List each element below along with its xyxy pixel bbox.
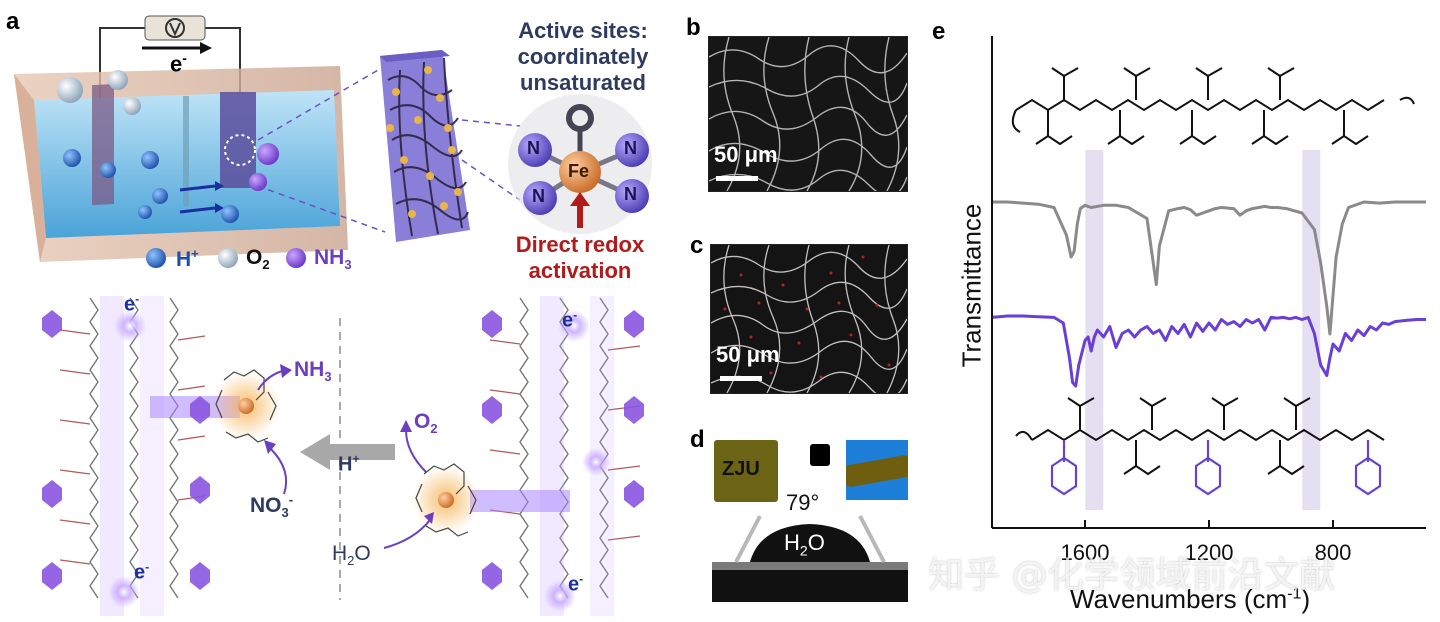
electron-label-top: e- xyxy=(170,50,187,77)
water-drop-label: H2O xyxy=(784,530,825,559)
electrochemical-cell-illustration xyxy=(14,15,652,616)
sem-pattern-c xyxy=(711,245,907,393)
active-sites-title: Active sites: coordinately unsaturated xyxy=(508,18,658,96)
scale-label-b: 50 μm xyxy=(714,142,778,167)
sem-pattern-b xyxy=(709,37,907,191)
active-sites-line-2: coordinately xyxy=(517,44,649,69)
polymer-structure-bottom xyxy=(1015,397,1385,476)
sem-image-c xyxy=(710,244,908,394)
electron-label-lower-1: e- xyxy=(124,292,140,316)
lower-no3-label: NO3- xyxy=(250,492,294,521)
legend-o2: O2 xyxy=(246,246,270,273)
highlight-band-2 xyxy=(1302,150,1321,510)
active-sites-line-3: unsaturated xyxy=(520,70,646,95)
pyridine-rings xyxy=(1050,440,1382,496)
bent-film-photo xyxy=(846,440,908,500)
scale-bar-c xyxy=(720,376,762,381)
highlight-band-1 xyxy=(1085,150,1104,510)
x-tick-label-2: 1200 xyxy=(1185,540,1234,565)
lower-h2o-label: H2O xyxy=(332,542,371,569)
x-axis-label: Wavenumbers (cm-1) xyxy=(1070,584,1311,614)
contact-angle-diagram xyxy=(712,515,908,602)
redox-activation-label: Direct redox activation xyxy=(500,232,660,284)
film-sample-photo: ZJU xyxy=(714,440,778,502)
panel-label-e: e xyxy=(932,18,946,45)
electron-label-lower-3: e- xyxy=(134,560,150,584)
n-atom-label-1: N xyxy=(527,138,540,158)
spectrum-line-2 xyxy=(991,314,1426,388)
watermark-text: 知乎 @化学领域前沿文献 xyxy=(928,555,1336,596)
redox-line-1: Direct redox xyxy=(515,232,645,257)
n-atom-label-4: N xyxy=(624,184,637,204)
x-tick-label-3: 800 xyxy=(1315,540,1352,565)
panel-label-a: a xyxy=(6,8,20,35)
fe-atom-label: Fe xyxy=(568,161,590,181)
panel-label-d: d xyxy=(690,426,705,453)
redox-line-2: activation xyxy=(528,258,632,283)
scale-label-c: 50 μm xyxy=(716,342,780,367)
contact-angle-label: 79° xyxy=(786,490,820,515)
electron-label-lower-4: e- xyxy=(568,572,584,596)
scale-bar-b xyxy=(716,176,758,181)
electron-label-lower-2: e- xyxy=(562,308,578,332)
polymer-structure-top xyxy=(1011,67,1415,146)
lower-h-plus-label: H+ xyxy=(338,452,360,476)
active-sites-line-1: Active sites: xyxy=(518,18,648,43)
x-tick-label-1: 1600 xyxy=(1061,540,1110,565)
lower-o2-label: O2 xyxy=(414,410,438,437)
lower-nh3-label: NH3 xyxy=(294,358,332,385)
legend-nh3: NH3 xyxy=(314,246,352,273)
panel-label-c: c xyxy=(690,232,704,259)
panel-label-b: b xyxy=(686,14,701,41)
legend-h-plus: H+ xyxy=(176,246,199,271)
n-atom-label-3: N xyxy=(532,186,545,206)
ftir-chart: 1600 1200 800 xyxy=(991,36,1426,565)
small-film-piece xyxy=(810,444,830,466)
sem-image-b xyxy=(708,36,908,192)
spectrum-line-1 xyxy=(992,200,1426,336)
n-atom-label-2: N xyxy=(624,138,637,158)
film-sample-text: ZJU xyxy=(722,458,760,480)
y-axis-label: Transmittance xyxy=(956,203,987,368)
